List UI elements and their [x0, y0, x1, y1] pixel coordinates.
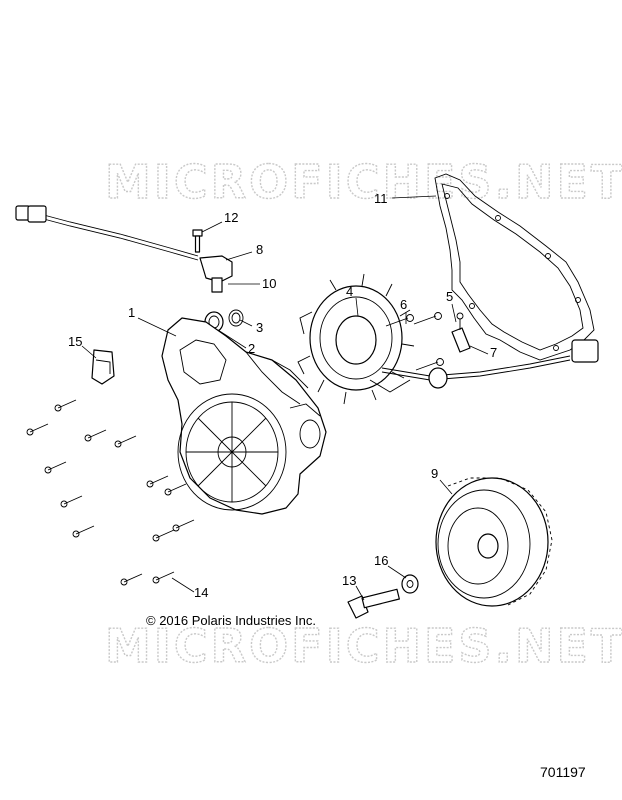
part-5-clamp	[451, 312, 471, 353]
part-8-speed-sensor	[15, 205, 233, 293]
callout-13: 13	[342, 573, 356, 588]
callout-1: 1	[128, 305, 135, 320]
part-11-gasket	[434, 173, 595, 361]
callout-12: 12	[224, 210, 238, 225]
copyright-text: © 2016 Polaris Industries Inc.	[146, 613, 316, 628]
watermark-top: MICROFICHES.NET	[105, 155, 622, 209]
part-1-stator-cover	[161, 317, 327, 515]
callout-8: 8	[256, 242, 263, 257]
callout-4: 4	[346, 284, 353, 299]
callout-2: 2	[248, 341, 255, 356]
callout-9: 9	[431, 466, 438, 481]
callout-6: 6	[400, 297, 407, 312]
callout-5: 5	[446, 289, 453, 304]
watermark-bottom: MICROFICHES.NET	[105, 619, 622, 673]
callout-15: 15	[68, 334, 82, 349]
part-3-ring	[228, 309, 244, 327]
callouts: 1 2 3 4 5 6 7 8 9 10 11 12 13 14 15 16	[68, 191, 497, 600]
callout-10: 10	[262, 276, 276, 291]
part-12-screw	[192, 229, 203, 253]
callout-16: 16	[374, 553, 388, 568]
part-16-washer	[401, 574, 419, 594]
part-6-screws	[385, 312, 444, 371]
callout-11: 11	[374, 191, 388, 206]
callout-14: 14	[194, 585, 208, 600]
part-13-bolt	[347, 588, 400, 619]
figure-number: 701197	[540, 764, 586, 780]
part-14-bolts	[26, 399, 195, 586]
part-15-clip	[91, 349, 115, 385]
part-4-stator	[297, 273, 415, 405]
callout-3: 3	[256, 320, 263, 335]
part-9-flywheel	[435, 477, 553, 607]
callout-7: 7	[490, 345, 497, 360]
part-7-harness	[381, 339, 599, 389]
leader-lines	[81, 195, 489, 601]
